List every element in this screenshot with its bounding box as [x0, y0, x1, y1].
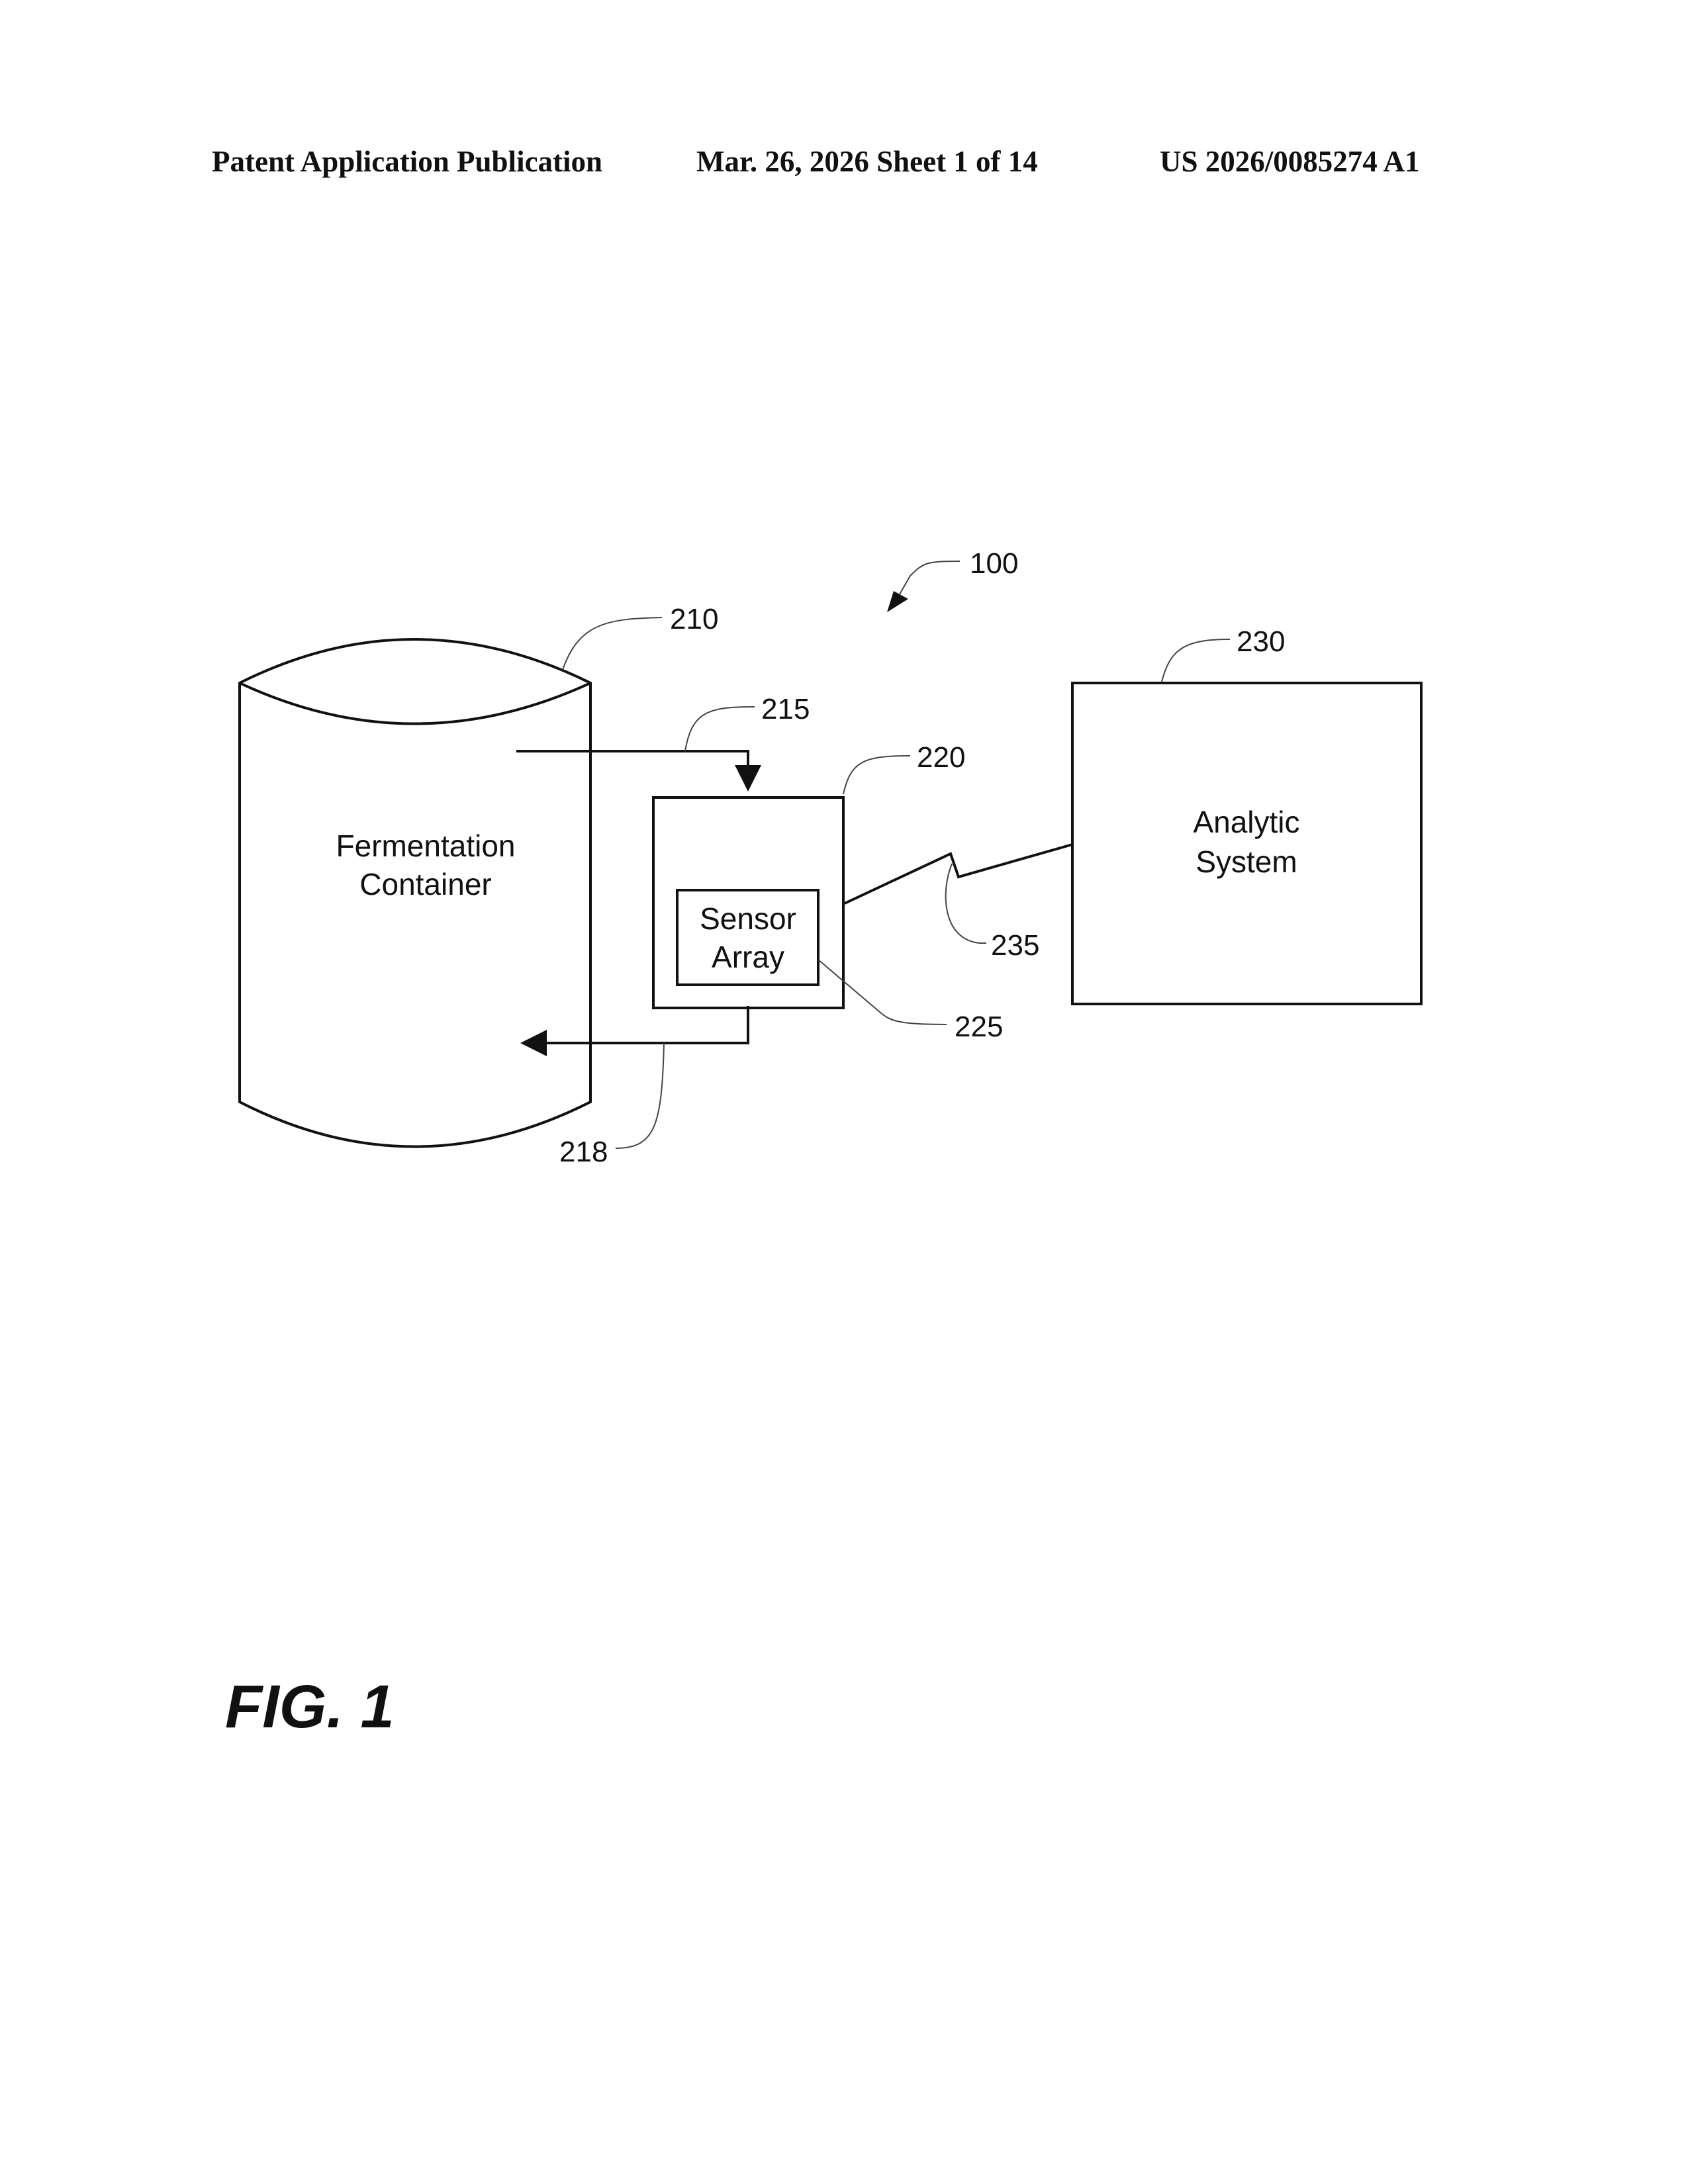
sensor-array-label-line1: Sensor — [700, 901, 796, 936]
inflow-leader-line — [685, 707, 755, 751]
outflow-path: 218 — [523, 1006, 748, 1168]
container-top-rim — [240, 683, 590, 724]
container-label-line2: Container — [359, 867, 491, 901]
ref-225: 225 — [955, 1011, 1003, 1043]
sensor-array: Sensor Array 225 — [677, 890, 1003, 1043]
ref-235: 235 — [991, 929, 1039, 962]
ref-230: 230 — [1237, 625, 1285, 658]
outflow-leader-line — [616, 1043, 664, 1148]
sensor-array-leader-line — [818, 960, 947, 1024]
sensor-array-label-line2: Array — [712, 940, 784, 974]
inflow-arrow — [516, 751, 748, 789]
system-pointer-arrow — [887, 591, 908, 612]
analytic-system-label-line1: Analytic — [1193, 805, 1299, 839]
system-reference: 100 — [887, 547, 1018, 612]
fermentation-container: Fermentation Container 210 — [240, 603, 718, 1147]
sensor-housing: 220 — [653, 741, 965, 1008]
analytic-system-box — [1072, 683, 1421, 1004]
sensor-housing-leader-line — [843, 756, 910, 794]
analytic-system: Analytic System 230 — [1072, 625, 1421, 1004]
figure-label: FIG. 1 — [225, 1673, 395, 1741]
system-leader-line — [897, 561, 960, 599]
ref-220: 220 — [917, 741, 965, 774]
analytic-system-label-line2: System — [1196, 844, 1297, 879]
outflow-arrow — [523, 1006, 748, 1043]
wireless-link: 235 — [845, 844, 1072, 962]
inflow-path: 215 — [516, 693, 810, 789]
analytic-system-leader-line — [1162, 639, 1230, 682]
wireless-link-bolt — [845, 844, 1072, 903]
container-label-line1: Fermentation — [336, 829, 515, 863]
ref-100: 100 — [970, 547, 1018, 580]
ref-215: 215 — [761, 693, 810, 725]
container-leader-line — [563, 617, 662, 670]
ref-210: 210 — [670, 603, 718, 635]
ref-218: 218 — [559, 1136, 608, 1168]
